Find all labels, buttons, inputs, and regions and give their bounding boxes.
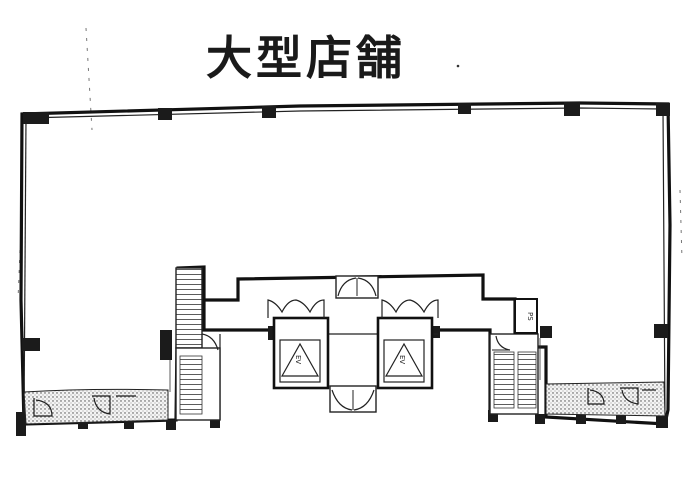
column	[158, 108, 172, 120]
plan-title: 大型店舗	[206, 31, 406, 85]
column	[535, 414, 545, 424]
column	[656, 414, 668, 428]
elevator-label: EV	[398, 355, 406, 364]
column	[656, 103, 670, 116]
column	[16, 412, 26, 436]
pipe-space: PS	[514, 298, 538, 334]
corridor-door-top	[335, 275, 379, 299]
column	[654, 324, 668, 338]
elevator-doors	[267, 299, 439, 318]
column	[262, 106, 276, 118]
column	[488, 410, 498, 422]
column	[564, 102, 580, 116]
column	[540, 326, 552, 338]
corridor-door-bottom	[329, 385, 377, 413]
pipe-space-label: PS	[526, 312, 534, 321]
column	[22, 338, 40, 351]
elevator-left: EV	[272, 316, 330, 390]
scan-dot	[456, 64, 460, 68]
column	[616, 414, 626, 424]
column	[78, 420, 88, 429]
stair-right	[489, 333, 539, 415]
column	[166, 420, 176, 430]
bay-right	[169, 338, 541, 392]
stair-left	[175, 267, 221, 421]
column	[210, 416, 220, 428]
elevator-label: EV	[294, 355, 302, 364]
column	[160, 330, 172, 360]
scan-noise	[17, 27, 683, 301]
outer-walls	[19, 101, 672, 426]
sidewalk-right	[545, 381, 666, 417]
sidewalk-left	[23, 388, 169, 425]
column	[458, 103, 471, 114]
column	[576, 414, 586, 424]
elevator-right: EV	[376, 316, 434, 390]
column	[23, 112, 49, 124]
column	[124, 420, 134, 429]
